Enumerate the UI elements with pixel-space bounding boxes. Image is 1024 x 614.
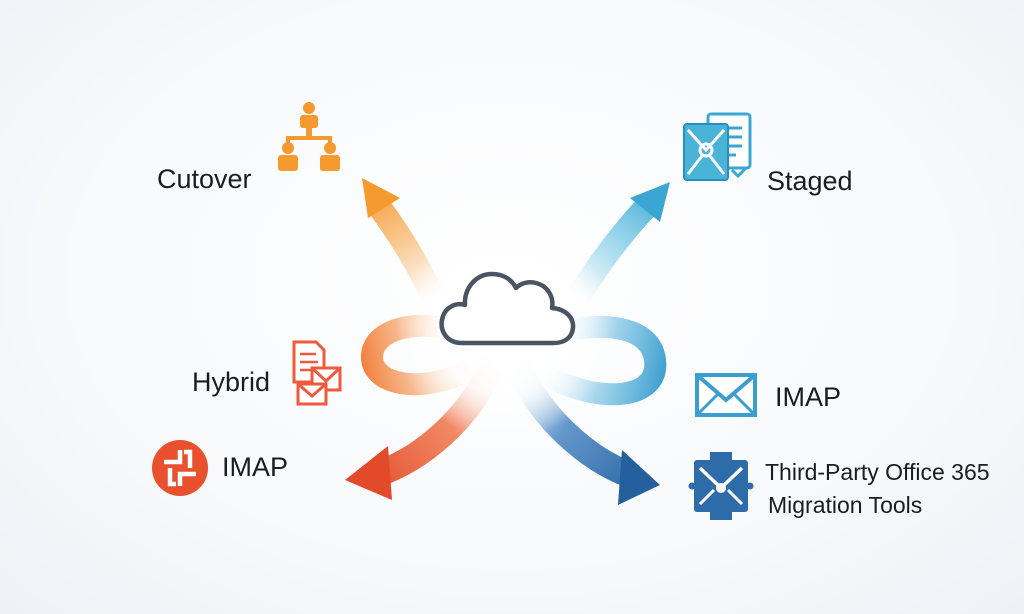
third-party-label-line1: Third-Party Office 365	[765, 459, 990, 485]
cloud-icon	[439, 271, 576, 346]
migration-tool-icon	[688, 452, 754, 520]
imap-left-label: IMAP	[222, 452, 289, 482]
cutover-arrowhead	[362, 178, 400, 218]
imap-right-label: IMAP	[775, 382, 842, 412]
imap-left-arrowhead	[345, 446, 392, 500]
hybrid-label: Hybrid	[192, 367, 271, 397]
staged-arrowhead	[630, 182, 670, 222]
cutover-label: Cutover	[157, 164, 252, 194]
documents-mail-icon	[292, 340, 342, 406]
third-party-arrowhead	[618, 450, 660, 505]
third-party-label-line2: Migration Tools	[768, 492, 923, 518]
staged-label: Staged	[767, 166, 853, 196]
envelope-icon	[695, 373, 757, 417]
people-hierarchy-icon	[278, 102, 340, 171]
document-mail-icon	[683, 112, 752, 181]
imap-logo-icon	[152, 440, 208, 496]
